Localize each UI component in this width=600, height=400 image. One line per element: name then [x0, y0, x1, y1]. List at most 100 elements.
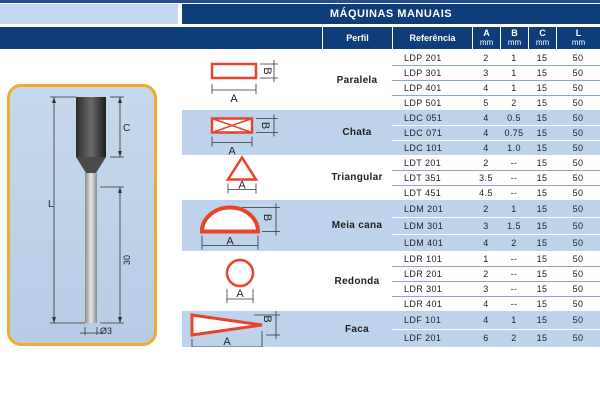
header-referencia: Referência — [392, 27, 472, 49]
header-b: B mm — [500, 27, 528, 49]
header-l-unit: mm — [571, 38, 586, 47]
cell-c: 15 — [536, 283, 548, 294]
flat-profile-icon: AB — [210, 114, 278, 156]
cell-c: 15 — [536, 253, 548, 264]
profile-drawing-cell: A — [182, 251, 320, 311]
header-a-unit: mm — [479, 38, 494, 47]
profile-drawing: A — [225, 258, 255, 303]
profile-name: Meia cana — [331, 220, 383, 231]
profile-name: Triangular — [331, 172, 383, 183]
cell-b: 1.5 — [507, 220, 521, 231]
cell-b: 0.75 — [504, 127, 524, 138]
cell-c: 15 — [536, 268, 548, 279]
dim-a-label: A — [236, 288, 244, 300]
cell-a: 3 — [483, 283, 489, 294]
cell-b: -- — [510, 268, 518, 279]
cell-c: 15 — [536, 157, 548, 168]
cell-ref: LDM 201 — [404, 203, 444, 214]
cell-ref: LDP 501 — [404, 97, 442, 108]
header-l: L mm — [556, 27, 600, 49]
cell-a: 4 — [483, 127, 489, 138]
header-b-unit: mm — [507, 38, 522, 47]
tool-taper — [76, 157, 106, 173]
cell-ref: LDC 071 — [404, 127, 443, 138]
cell-l: 50 — [572, 142, 584, 153]
cell-a: 3 — [483, 67, 489, 78]
cell-l: 50 — [572, 82, 584, 93]
cell-ref: LDR 101 — [404, 253, 443, 264]
cell-c: 15 — [536, 82, 548, 93]
dim-a-label: A — [223, 336, 231, 347]
cell-b: -- — [510, 157, 518, 168]
cell-l: 50 — [572, 52, 584, 63]
table-title: MÁQUINAS MANUAIS — [182, 4, 600, 24]
header-l-label: L — [575, 28, 582, 38]
cell-a: 2 — [483, 157, 489, 168]
header-c-label: C — [539, 28, 546, 38]
profile-drawing: AB — [210, 114, 278, 156]
cell-l: 50 — [572, 67, 584, 78]
dim-b-label: B — [259, 122, 271, 129]
cell-ref: LDT 201 — [404, 157, 442, 168]
tool-shank — [76, 97, 106, 157]
cell-b: 1 — [511, 315, 517, 325]
row-divider — [392, 185, 600, 186]
cell-ref: LDF 101 — [404, 315, 442, 325]
cell-c: 15 — [536, 187, 548, 198]
dim-a-label: A — [226, 236, 234, 248]
cell-c: 15 — [536, 52, 548, 63]
rectangle-profile-icon: AB — [210, 60, 278, 105]
cell-l: 50 — [572, 127, 584, 138]
row-divider — [392, 329, 600, 330]
cell-l: 50 — [572, 97, 584, 108]
cell-l: 50 — [572, 220, 584, 231]
dim-a-label: A — [230, 93, 238, 105]
dim-diameter-label: Ø3 — [100, 326, 112, 336]
cell-a: 4.5 — [479, 187, 493, 198]
cell-b: -- — [510, 283, 518, 294]
cell-c: 15 — [536, 172, 548, 183]
row-divider — [392, 296, 600, 297]
dim-b-label: B — [261, 214, 273, 221]
row-divider — [392, 140, 600, 141]
cell-a: 3 — [483, 220, 489, 231]
cell-b: 0.5 — [507, 112, 521, 123]
dim-a-label: A — [228, 146, 236, 156]
tool-neck — [85, 173, 97, 323]
cell-b: -- — [510, 253, 518, 264]
cell-b: -- — [510, 172, 518, 183]
dim-a-label: A — [238, 180, 246, 192]
cell-c: 15 — [536, 315, 548, 325]
dim-l-label: L — [48, 199, 54, 210]
cell-c: 15 — [536, 203, 548, 214]
header-referencia-label: Referência — [409, 33, 456, 43]
cell-a: 3.5 — [479, 172, 493, 183]
dim-b-label: B — [261, 315, 273, 322]
cell-a: 5 — [483, 97, 489, 108]
cell-b: -- — [510, 298, 518, 309]
cell-l: 50 — [572, 268, 584, 279]
profile-drawing: AB — [210, 60, 278, 105]
cell-a: 4 — [483, 142, 489, 153]
profile-name: Faca — [345, 323, 369, 335]
profile-drawing: AB — [190, 311, 280, 347]
cell-l: 50 — [572, 172, 584, 183]
cell-l: 50 — [572, 112, 584, 123]
cell-l: 50 — [572, 283, 584, 294]
profile-drawing-cell: A — [182, 155, 320, 200]
cell-c: 15 — [536, 220, 548, 231]
triangle-profile-icon: A — [225, 155, 259, 194]
cell-b: 1.0 — [507, 142, 521, 153]
cell-a: 4 — [483, 315, 489, 325]
round-profile-icon: A — [225, 258, 255, 303]
header-a-label: A — [483, 28, 490, 38]
cell-ref: LDR 401 — [404, 298, 443, 309]
cell-ref: LDC 101 — [404, 142, 443, 153]
header-perfil: Perfil — [322, 27, 392, 49]
